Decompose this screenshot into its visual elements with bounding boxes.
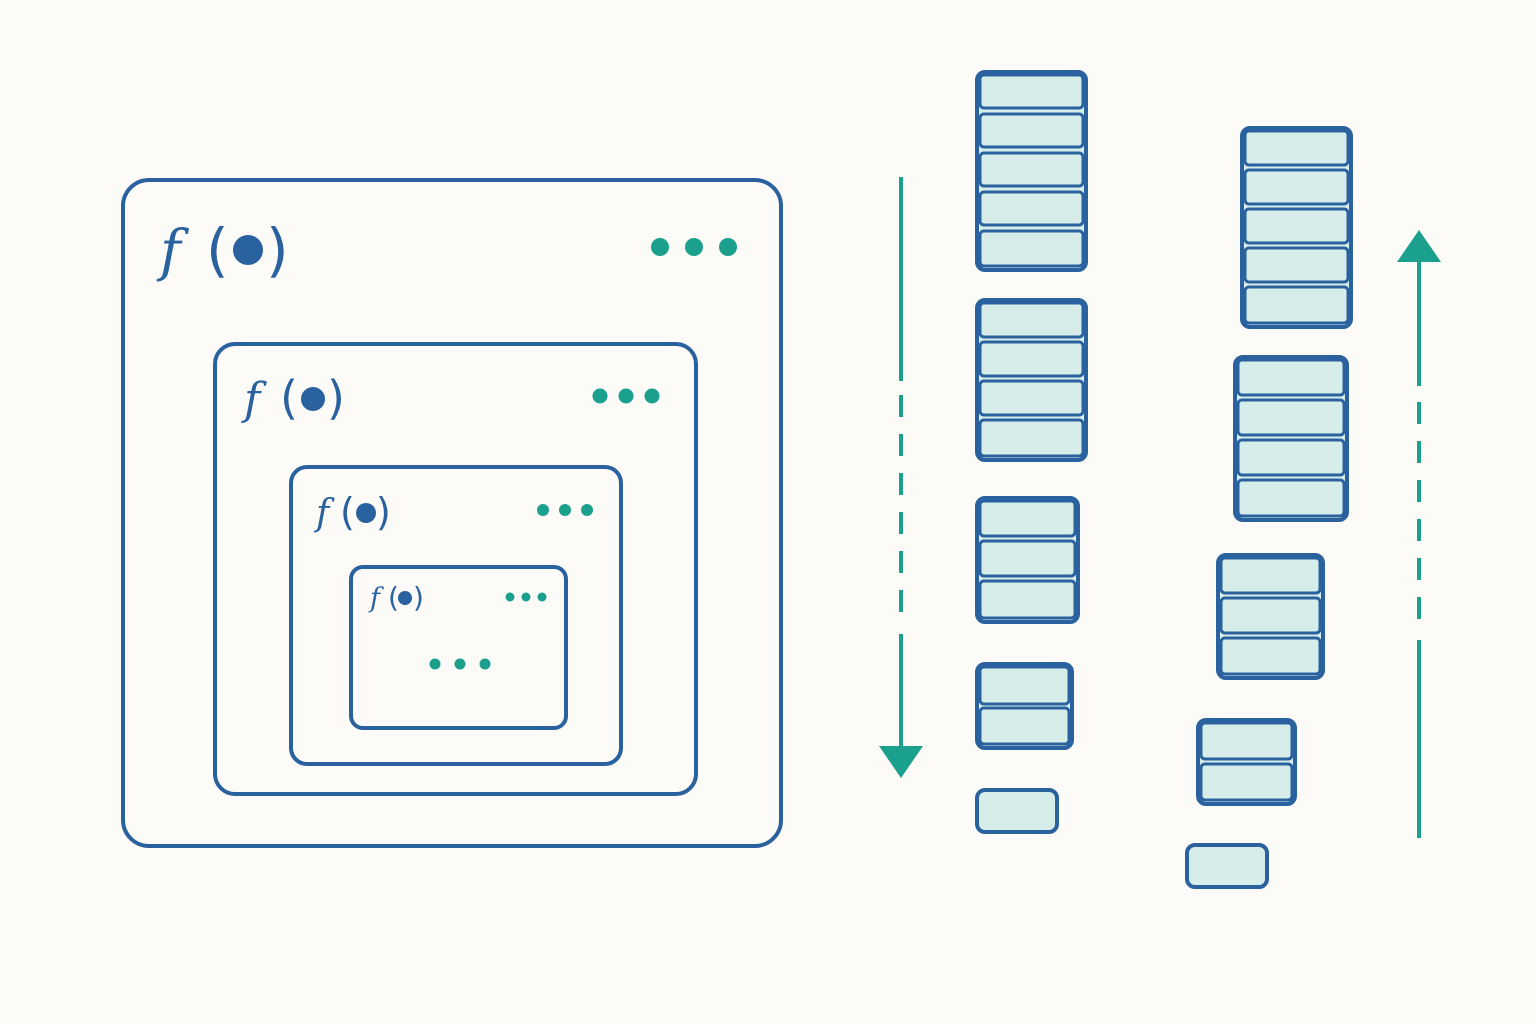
ascending-stacks <box>1185 126 1353 889</box>
stack <box>975 496 1080 624</box>
stack-cell <box>1243 207 1350 245</box>
stack-cell <box>978 379 1085 417</box>
stack <box>1240 126 1353 329</box>
stack-cell <box>1243 129 1350 167</box>
frame-level-3: f ( ) <box>289 465 623 766</box>
open-paren: ( <box>340 490 355 534</box>
stack-cell <box>978 579 1077 620</box>
function-label-level-3: f ( ) <box>313 490 391 534</box>
function-label-level-4: f ( ) <box>368 581 424 614</box>
frame-level-3-border <box>289 465 623 766</box>
stack-cell <box>1219 556 1322 595</box>
ellipsis-icon <box>505 592 547 602</box>
stack-cell <box>978 190 1085 227</box>
frame-level-4-border <box>349 565 568 730</box>
function-letter: f <box>313 493 335 534</box>
stack-cell <box>1219 596 1322 635</box>
function-letter: f <box>368 583 384 614</box>
argument-dot-icon <box>398 591 412 605</box>
stack <box>1233 355 1349 522</box>
stack-cell <box>1199 721 1294 761</box>
stack-cell <box>1243 168 1350 206</box>
ellipsis-icon <box>537 504 593 516</box>
function-letter: f <box>156 219 190 284</box>
function-letter: f <box>241 374 267 425</box>
stack-cell <box>1236 478 1346 518</box>
close-paren: ) <box>376 490 391 534</box>
ellipsis-icon <box>651 238 737 256</box>
open-paren: ( <box>280 371 298 425</box>
stack-cell <box>1243 285 1350 325</box>
stack <box>975 298 1088 462</box>
frame-level-2-border <box>213 342 698 796</box>
stack-cell <box>978 73 1085 110</box>
stack-cell <box>1236 358 1346 397</box>
stack-cell <box>978 151 1085 188</box>
stack <box>1216 553 1325 680</box>
argument-dot-icon <box>301 387 325 411</box>
open-paren: ( <box>388 581 399 614</box>
stack-cell <box>1236 438 1346 477</box>
argument-dot-icon <box>233 235 263 265</box>
open-paren: ( <box>206 216 229 284</box>
stack <box>1185 843 1269 889</box>
function-label-level-1: f ( ) <box>156 216 289 284</box>
stack-cell <box>978 301 1085 339</box>
stack-cell <box>978 229 1085 268</box>
stack <box>1196 718 1297 806</box>
descending-stacks <box>975 70 1088 834</box>
body-ellipsis-icon <box>429 658 491 670</box>
stack-cell <box>978 706 1071 746</box>
nested-frames: f ( ) f ( ) <box>121 178 783 848</box>
stack <box>975 70 1088 272</box>
stack-cell <box>978 340 1085 378</box>
argument-dot-icon <box>356 503 376 523</box>
stack-cell <box>1236 398 1346 437</box>
stack <box>975 788 1059 834</box>
arrow-up-icon <box>1397 230 1441 838</box>
frame-level-1: f ( ) <box>121 178 783 848</box>
close-paren: ) <box>327 371 345 425</box>
stack-cell <box>1199 762 1294 802</box>
stack-cell <box>978 665 1071 706</box>
close-paren: ) <box>266 216 289 284</box>
stack-cell <box>978 539 1077 578</box>
stack-cell <box>978 499 1077 538</box>
stack-cell <box>1219 636 1322 676</box>
close-paren: ) <box>413 581 424 614</box>
stack-cell <box>1243 246 1350 284</box>
frame-level-4: f ( ) <box>349 565 568 730</box>
stack-cell <box>978 418 1085 458</box>
stack <box>975 662 1074 750</box>
arrow-down-icon <box>879 177 923 778</box>
frame-level-1-border <box>121 178 783 848</box>
function-label-level-2: f ( ) <box>241 371 345 425</box>
ellipsis-icon <box>592 388 660 404</box>
stack-cell <box>978 112 1085 149</box>
